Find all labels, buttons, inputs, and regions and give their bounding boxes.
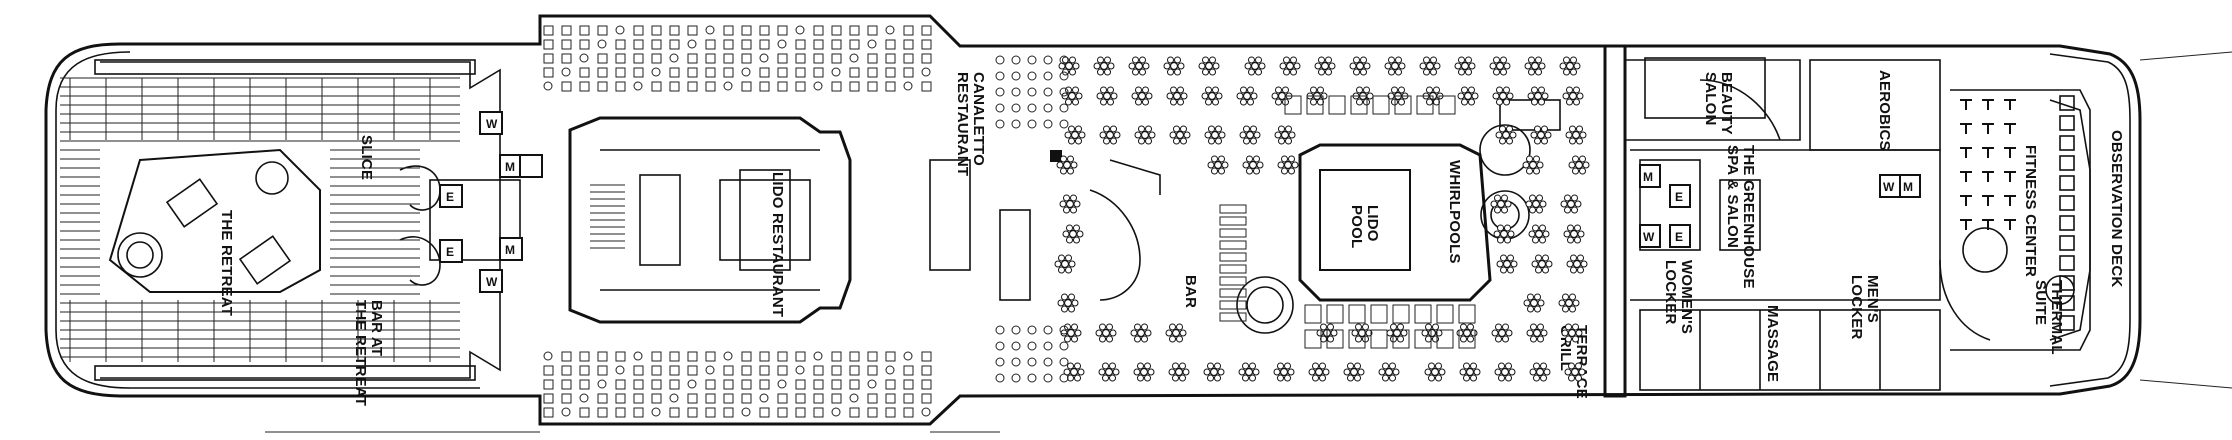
- label-the-retreat: THE RETREAT: [218, 210, 235, 316]
- label-whirlpools: WHIRLPOOLS: [1446, 160, 1463, 264]
- spa-elevator-e-1: E: [1675, 190, 1683, 204]
- bar-area: BAR: [1089, 159, 1199, 308]
- restroom-w-1: W: [486, 117, 498, 131]
- label-the-retreat-bar: THE RETREAT: [352, 300, 369, 406]
- the-retreat-area: THE RETREAT SLICE BAR AT THE RETREAT: [94, 59, 501, 406]
- lido-stairs: [590, 184, 625, 249]
- label-bar-at: BAR AT: [368, 300, 385, 356]
- label-slice: SLICE: [358, 135, 375, 180]
- label-spa-salon: SPA & SALON: [1724, 145, 1741, 248]
- pool-deck-pattern: [1054, 56, 1590, 382]
- label-massage: MASSAGE: [1764, 305, 1781, 382]
- spa-restroom-m-2: M: [1903, 180, 1913, 194]
- label-lido-restaurant: LIDO RESTAURANT: [769, 172, 786, 317]
- fitness-observation: FITNESS CENTER OBSERVATION DECK THERMAL …: [1939, 89, 2125, 355]
- spa-restroom-w-2: W: [1883, 180, 1895, 194]
- label-suite: SUITE: [2032, 280, 2049, 325]
- lido-pool: LIDO POOL WHIRLPOOLS TERRACE GRILL: [1236, 99, 1590, 399]
- label-pool: POOL: [1348, 205, 1365, 248]
- hull-outline: [44, 14, 2232, 433]
- label-salon: SALON: [1702, 72, 1719, 126]
- aft-restrooms: W W M M E E: [429, 111, 543, 293]
- label-aerobics: AEROBICS: [1876, 70, 1893, 151]
- elevator-e-1: E: [446, 190, 454, 204]
- spa-elevator-e-2: E: [1675, 230, 1683, 244]
- spa-restroom-w: W: [1643, 230, 1655, 244]
- spa-area: M E W E W M BEAUTY SALON THE GREENHOUSE …: [1603, 44, 1941, 398]
- label-lido: LIDO: [1364, 205, 1381, 242]
- dining-tables-pattern: [543, 25, 1069, 418]
- label-fitness-center: FITNESS CENTER: [2022, 145, 2039, 277]
- elevator-e-2: E: [446, 245, 454, 259]
- label-thermal: THERMAL: [2048, 280, 2065, 355]
- restroom-m-1: M: [505, 160, 515, 174]
- label-the-greenhouse: THE GREENHOUSE: [1740, 145, 1757, 289]
- label-womens: WOMEN'S: [1678, 260, 1695, 334]
- lido-restaurant: LIDO RESTAURANT: [568, 116, 852, 324]
- label-canaletto: CANALETTO: [970, 72, 987, 166]
- spa-restroom-m: M: [1643, 170, 1653, 184]
- label-bar: BAR: [1182, 275, 1199, 308]
- label-canaletto-restaurant: RESTAURANT: [954, 72, 971, 176]
- label-mens-locker: LOCKER: [1848, 275, 1865, 340]
- restroom-m-2: M: [505, 243, 515, 257]
- canaletto-restaurant: CANALETTO RESTAURANT: [929, 72, 1062, 301]
- label-womens-locker: LOCKER: [1662, 260, 1679, 325]
- fitness-equipment-pattern: [1960, 95, 2075, 331]
- label-observation-deck: OBSERVATION DECK: [2108, 130, 2125, 287]
- aft-lounger-pattern: [60, 77, 460, 362]
- restroom-w-2: W: [486, 275, 498, 289]
- label-beauty: BEAUTY: [1718, 72, 1735, 135]
- label-mens: MEN'S: [1864, 275, 1881, 323]
